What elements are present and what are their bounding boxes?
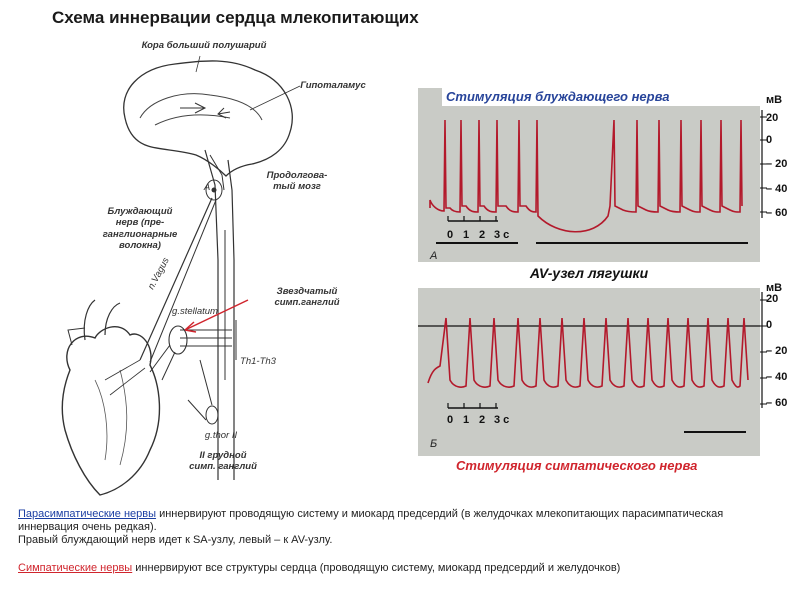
innervation-diagram: [0, 0, 410, 500]
y-tick-b-m20: – 20: [766, 345, 787, 357]
stellate-label-line2: симп.ганглий: [262, 297, 352, 308]
y-tick-b-m40: – 40: [766, 371, 787, 383]
recording-panel-a: [418, 88, 760, 268]
medulla-label-line1: Продолгова-: [252, 170, 342, 181]
sympathetic-heading: Симпатические нервы: [18, 562, 132, 574]
medulla-label-line2: тый мозг: [252, 181, 342, 192]
heart-outline: [62, 327, 159, 495]
av-node-title: AV-узел лягушки: [418, 262, 760, 284]
scale-a-1: 1: [463, 229, 469, 241]
sympathetic-text: иннервируют все структуры сердца (провод…: [132, 562, 620, 574]
sympathetic-paragraph: Симпатические нервы иннервируют все стру…: [18, 562, 738, 575]
y-tick-b-m60: – 60: [766, 397, 787, 409]
scale-a-0: 0: [447, 229, 453, 241]
cortex-label: Кора больший полушарий: [124, 40, 284, 51]
parasympathetic-paragraph: Парасимпатические нервы иннервируют пров…: [18, 508, 738, 547]
thoracic-label-line2: симп. ганглий: [178, 461, 268, 472]
thoracic-label: II грудной симп. ганглий: [178, 450, 268, 473]
y-axis-a: [760, 110, 768, 220]
scale-b-1: 1: [463, 414, 469, 426]
th-label: Th1-Th3: [238, 356, 278, 367]
trace-b-line: [428, 318, 748, 387]
trace-a: [418, 88, 760, 268]
y-tick-a-m40: – 40: [766, 183, 787, 195]
trace-a-line: [430, 120, 742, 232]
thoracic-label-line1: II грудной: [178, 450, 268, 461]
medulla-label: Продолгова- тый мозг: [252, 170, 342, 193]
hypothalamus-label: Гипоталамус: [288, 80, 378, 91]
y-axis-b: [760, 292, 768, 410]
g-thor-label: g.thor II: [196, 430, 246, 441]
vagus-label-line2: нерв (пре-: [90, 217, 190, 228]
scale-a-3: 3 с: [494, 229, 509, 241]
scale-b-0: 0: [447, 414, 453, 426]
trace-b: [418, 288, 760, 456]
vagus-side-text: Правый блуждающий нерв идет к SA-узлу, л…: [18, 534, 738, 547]
recording-panel-b: [418, 288, 760, 456]
vagus-label: Блуждающий нерв (пре- ганглионарные воло…: [90, 206, 190, 252]
y-tick-a-m20: – 20: [766, 158, 787, 170]
unit-label-a: мВ: [766, 94, 782, 106]
panel-b-letter: Б: [430, 438, 437, 450]
panel-a-letter: А: [430, 250, 437, 262]
vagus-label-line1: Блуждающий: [90, 206, 190, 217]
vagus-stim-title: Стимуляция блуждающего нерва: [442, 88, 764, 106]
vagus-label-line4: волокна): [90, 240, 190, 251]
symp-stim-title: Стимуляция симпатического нерва: [456, 458, 697, 473]
scale-b-3: 3 с: [494, 414, 509, 426]
parasympathetic-heading: Парасимпатические нервы: [18, 508, 156, 520]
g-stellatum-label: g.stellatum: [160, 306, 230, 317]
scale-b-2: 2: [479, 414, 485, 426]
vagus-label-line3: ганглионарные: [90, 229, 190, 240]
stellate-label: Звездчатый симп.ганглий: [262, 286, 352, 309]
medulla-letter-a: A: [200, 182, 214, 193]
y-tick-a-m60: – 60: [766, 207, 787, 219]
scale-a-2: 2: [479, 229, 485, 241]
stellate-label-line1: Звездчатый: [262, 286, 352, 297]
